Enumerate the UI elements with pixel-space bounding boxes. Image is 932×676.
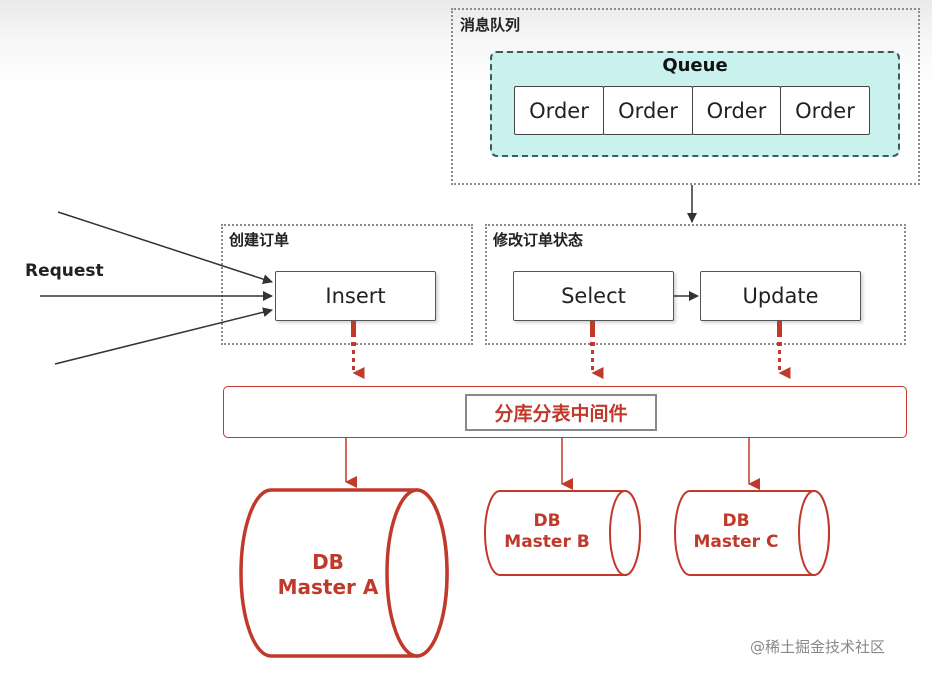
db-master-b-line1: DB <box>533 511 561 531</box>
message-queue-group <box>451 8 920 185</box>
request-label: Request <box>25 261 104 281</box>
update-box: Update <box>700 271 861 321</box>
db-master-b-cylinder <box>484 490 641 576</box>
watermark-text: @稀土掘金技术社区 <box>750 638 886 656</box>
db-master-a-line2: Master A <box>277 575 379 599</box>
db-master-b-label: DB Master B <box>492 511 602 554</box>
select-to-middleware-arrow <box>590 321 604 379</box>
select-box: Select <box>513 271 674 321</box>
queue-order-item: Order <box>780 86 870 135</box>
request-arrow-top <box>57 211 273 284</box>
update-to-middleware-arrow <box>777 321 791 379</box>
modify-order-status-label: 修改订单状态 <box>493 231 584 249</box>
db-master-c-cylinder <box>674 490 830 576</box>
insert-box: Insert <box>275 271 436 321</box>
sharding-middleware-label: 分库分表中间件 <box>465 394 657 431</box>
queue-order-item: Order <box>603 86 693 135</box>
queue-order-item: Order <box>692 86 781 135</box>
db-master-a-cylinder <box>239 488 449 658</box>
db-master-a-line1: DB <box>312 550 344 574</box>
request-arrow-bottom <box>54 307 273 365</box>
queue-title: Queue <box>662 55 728 76</box>
modify-order-status-group <box>485 224 906 345</box>
db-master-c-line2: Master C <box>693 532 779 553</box>
db-master-c-line1: DB <box>722 511 750 531</box>
create-order-label: 创建订单 <box>229 231 290 249</box>
db-master-a-label: DB Master A <box>258 550 398 600</box>
db-master-c-label: DB Master C <box>681 511 791 554</box>
create-order-group <box>221 224 473 345</box>
message-queue-label: 消息队列 <box>460 16 521 34</box>
db-master-b-line2: Master B <box>504 532 590 553</box>
insert-to-middleware-arrow <box>351 321 365 379</box>
